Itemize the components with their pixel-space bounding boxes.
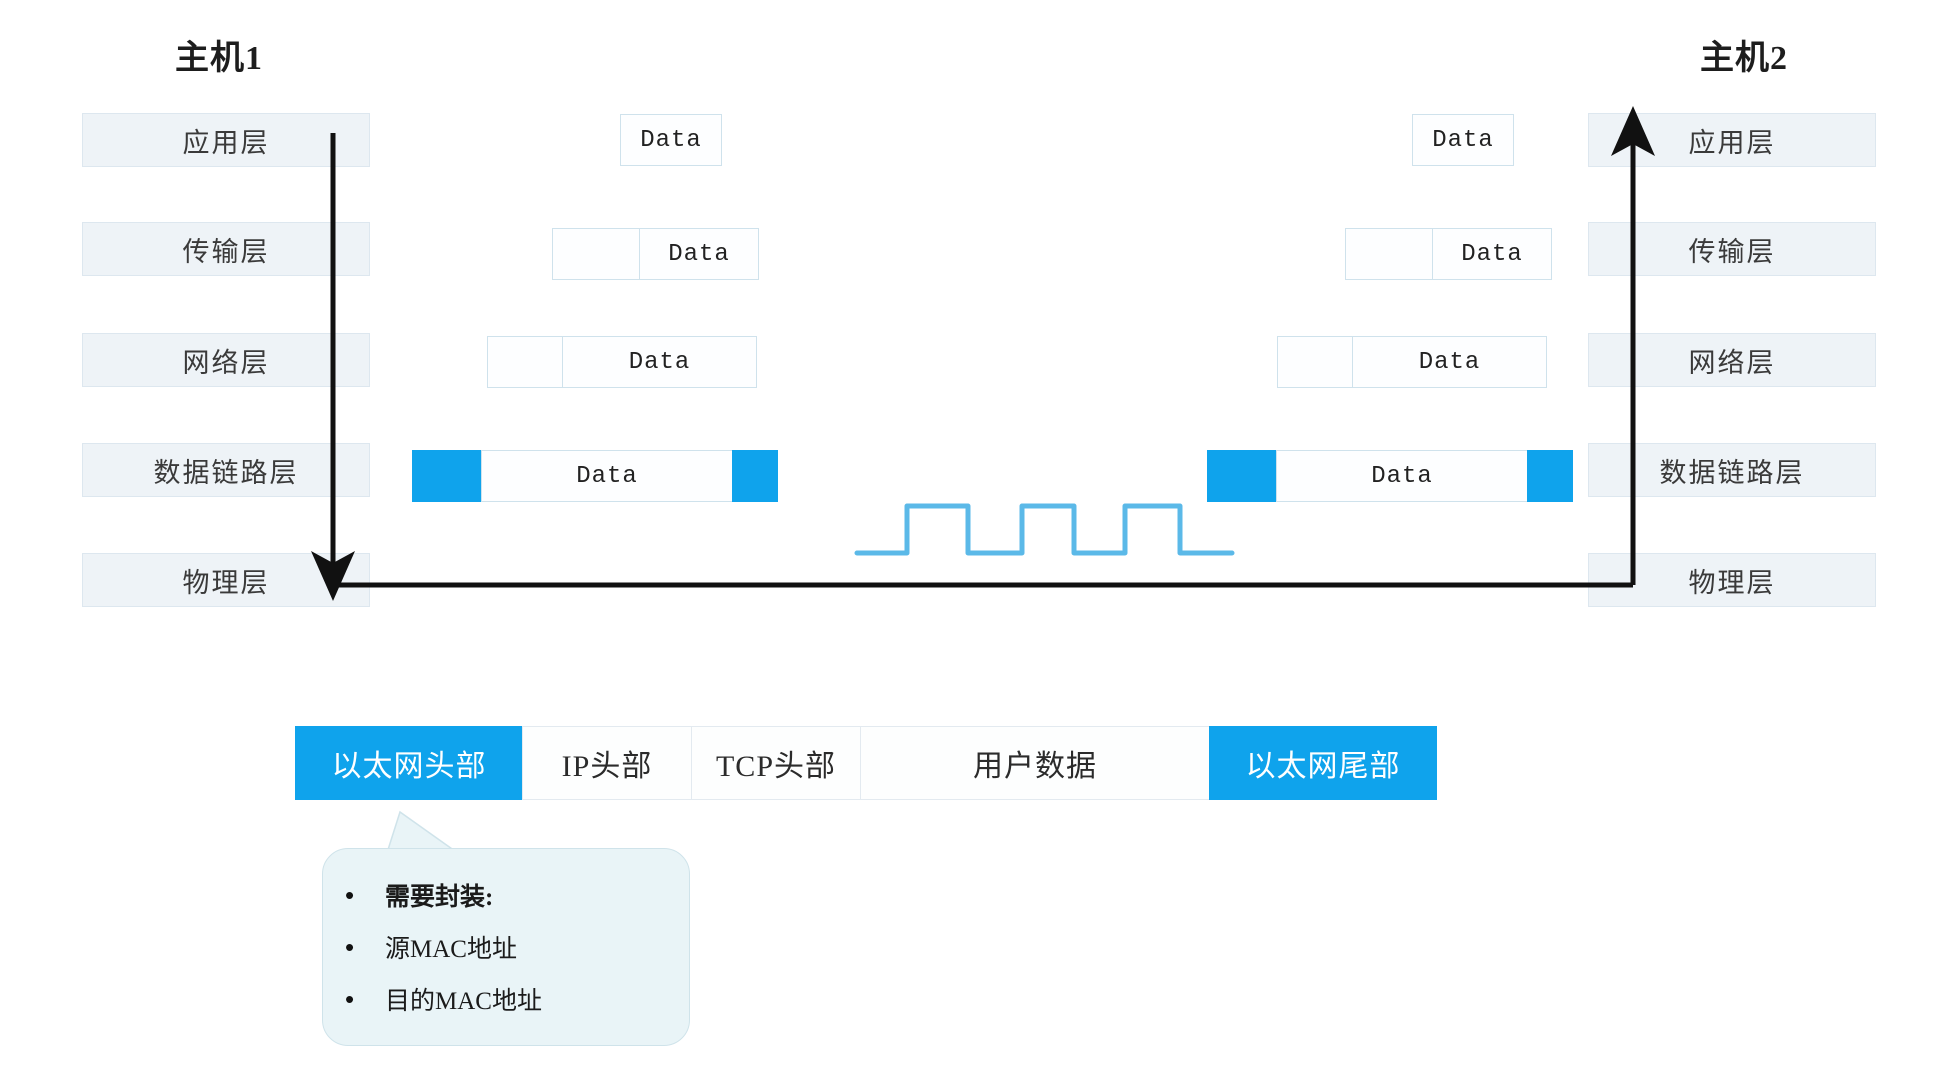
frame-cell-ip-header[interactable]: IP头部 — [522, 726, 692, 800]
bullet-icon: • — [345, 932, 355, 962]
host2-layer-transport[interactable]: 传输层 — [1588, 222, 1876, 276]
pdu-header-segment — [1277, 336, 1353, 388]
host2-pdu-datalink: Data — [1207, 450, 1573, 502]
bullet-icon: • — [345, 984, 355, 1014]
ethernet-frame-structure-bar: 以太网头部 IP头部 TCP头部 用户数据 以太网尾部 — [295, 726, 1437, 800]
host1-layer-transport[interactable]: 传输层 — [82, 222, 370, 276]
host1-pdu-datalink: Data — [412, 450, 778, 502]
host2-title: 主机2 — [1700, 40, 1788, 77]
host2-layer-datalink[interactable]: 数据链路层 — [1588, 443, 1876, 497]
pdu-header-segment — [552, 228, 640, 280]
pdu-frame-trailer-segment — [732, 450, 778, 502]
host1-pdu-transport: Data — [552, 228, 759, 280]
callout-item-label: 需要封装: — [385, 884, 494, 911]
host1-pdu-network: Data — [487, 336, 757, 388]
bullet-icon: • — [345, 880, 355, 910]
host1-layer-application[interactable]: 应用层 — [82, 113, 370, 167]
frame-cell-tcp-header[interactable]: TCP头部 — [691, 726, 861, 800]
host2-pdu-transport: Data — [1345, 228, 1552, 280]
host2-pdu-network: Data — [1277, 336, 1547, 388]
host1-title: 主机1 — [175, 40, 263, 77]
pdu-data-segment: Data — [620, 114, 722, 166]
host1-layer-network[interactable]: 网络层 — [82, 333, 370, 387]
pdu-data-segment: Data — [562, 336, 757, 388]
host2-layer-network[interactable]: 网络层 — [1588, 333, 1876, 387]
pdu-frame-trailer-segment — [1527, 450, 1573, 502]
pdu-data-segment: Data — [1432, 228, 1552, 280]
pdu-data-segment: Data — [1276, 450, 1528, 502]
callout-item-label: 目的MAC地址 — [385, 988, 542, 1015]
pdu-data-segment: Data — [1412, 114, 1514, 166]
encapsulation-callout: • 需要封装: • 源MAC地址 • 目的MAC地址 — [322, 848, 690, 1046]
pdu-header-segment — [1345, 228, 1433, 280]
host1-pdu-application: Data — [620, 114, 722, 166]
pdu-data-segment: Data — [481, 450, 733, 502]
callout-item: • 源MAC地址 — [345, 921, 675, 973]
frame-cell-user-data[interactable]: 用户数据 — [860, 726, 1210, 800]
callout-item: • 需要封装: — [345, 869, 675, 921]
callout-item: • 目的MAC地址 — [345, 973, 675, 1025]
host2-layer-physical[interactable]: 物理层 — [1588, 553, 1876, 607]
callout-item-label: 源MAC地址 — [385, 936, 517, 963]
host1-layer-datalink[interactable]: 数据链路层 — [82, 443, 370, 497]
pdu-frame-header-segment — [412, 450, 482, 502]
host2-pdu-application: Data — [1412, 114, 1514, 166]
frame-cell-ethernet-header[interactable]: 以太网头部 — [295, 726, 523, 800]
pdu-frame-header-segment — [1207, 450, 1277, 502]
host1-layer-physical[interactable]: 物理层 — [82, 553, 370, 607]
pdu-data-segment: Data — [1352, 336, 1547, 388]
frame-cell-ethernet-trailer[interactable]: 以太网尾部 — [1209, 726, 1437, 800]
pdu-data-segment: Data — [639, 228, 759, 280]
host2-layer-application[interactable]: 应用层 — [1588, 113, 1876, 167]
pdu-header-segment — [487, 336, 563, 388]
